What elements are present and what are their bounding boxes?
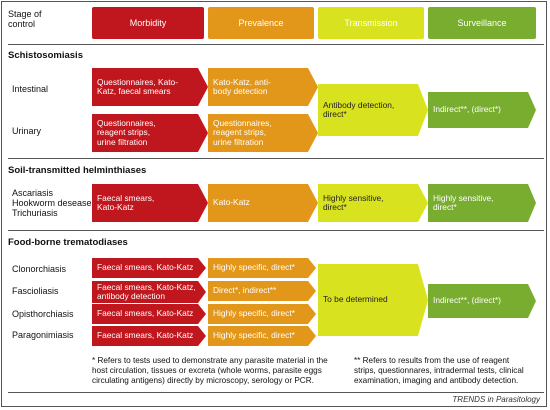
journal-credit: TRENDS in Parasitology	[452, 395, 540, 404]
section-title-schistosomiasis: Schistosomiasis	[8, 50, 83, 61]
header-transmission: Transmission	[318, 7, 424, 39]
arrow-tip	[528, 92, 536, 128]
row-label-paragonimiasis: Paragonimiasis	[12, 330, 74, 340]
cell-text: Indirect**, (direct*)	[428, 284, 528, 318]
arrow-tip	[308, 281, 316, 301]
header-surveillance: Surveillance	[428, 7, 536, 39]
cell-text: Questionnaires, reagent strips, urine fi…	[208, 114, 308, 152]
cell-text: Highly sensitive, direct*	[428, 184, 528, 222]
section-title-sth: Soil-transmitted helminthiases	[8, 165, 147, 176]
arrow-tip	[198, 114, 208, 152]
arrow-tip	[418, 184, 428, 222]
sth-prevalence-arrow: Kato-Katz	[208, 184, 318, 222]
fascioliasis-prevalence-arrow: Direct*, indirect**	[208, 281, 316, 301]
cell-text: Highly specific, direct*	[208, 304, 308, 324]
cell-text: Faecal smears, Kato-Katz, antibody detec…	[92, 281, 198, 303]
schisto-urinary-morbidity-arrow: Questionnaires, reagent strips, urine fi…	[92, 114, 208, 152]
opisthorchiasis-prevalence-arrow: Highly specific, direct*	[208, 304, 316, 324]
arrow-tip	[198, 281, 206, 303]
sth-surveillance-arrow: Highly sensitive, direct*	[428, 184, 536, 222]
row-label-fascioliasis: Fascioliasis	[12, 286, 59, 296]
section-title-fbt: Food-borne trematodiases	[8, 237, 128, 248]
arrow-tip	[528, 284, 536, 318]
cell-text: Direct*, indirect**	[208, 281, 308, 301]
row-label-clonorchiasis: Clonorchiasis	[12, 264, 67, 274]
cell-text: Faecal smears, Kato-Katz	[92, 184, 198, 222]
cell-text: Faecal smears, Kato-Katz	[92, 304, 198, 324]
arrow-tip	[308, 258, 316, 278]
row-label-opisthorchiasis: Opisthorchiasis	[12, 309, 74, 319]
arrow-tip	[308, 68, 318, 106]
divider	[8, 230, 544, 231]
opisthorchiasis-morbidity-arrow: Faecal smears, Kato-Katz	[92, 304, 206, 324]
clonorchiasis-prevalence-arrow: Highly specific, direct*	[208, 258, 316, 278]
paragonimiasis-prevalence-arrow: Highly specific, direct*	[208, 326, 316, 346]
row-label-intestinal: Intestinal	[12, 84, 49, 94]
cell-text: Indirect**, (direct*)	[428, 92, 528, 128]
cell-text: Antibody detection, direct*	[318, 84, 418, 136]
header-prevalence: Prevalence	[208, 7, 314, 39]
cell-text: Highly specific, direct*	[208, 326, 308, 346]
clonorchiasis-morbidity-arrow: Faecal smears, Kato-Katz	[92, 258, 206, 278]
cell-text: Questionnaires, reagent strips, urine fi…	[92, 114, 198, 152]
schisto-intestinal-prevalence-arrow: Kato-Katz, anti- body detection	[208, 68, 318, 106]
cell-text: Highly specific, direct*	[208, 258, 308, 278]
cell-text: Kato-Katz, anti- body detection	[208, 68, 308, 106]
cell-text: Kato-Katz	[208, 184, 308, 222]
arrow-tip	[198, 258, 206, 278]
row-label-urinary: Urinary	[12, 126, 42, 136]
divider	[8, 44, 544, 45]
row-label-sth: Ascariasis Hookworm desease Trichuriasis	[12, 188, 92, 218]
cell-text: Questionnaires, Kato- Katz, faecal smear…	[92, 68, 198, 106]
cell-text: To be determined	[318, 264, 418, 336]
footnote-single-asterisk: * Refers to tests used to demonstrate an…	[92, 356, 328, 385]
arrow-tip	[198, 184, 208, 222]
arrow-tip	[418, 84, 428, 136]
arrow-tip	[418, 264, 428, 336]
fbt-surveillance-arrow: Indirect**, (direct*)	[428, 284, 536, 318]
paragonimiasis-morbidity-arrow: Faecal smears, Kato-Katz	[92, 326, 206, 346]
arrow-tip	[198, 304, 206, 324]
stage-of-control-label: Stage of control	[8, 9, 42, 29]
arrow-tip	[308, 184, 318, 222]
schisto-urinary-prevalence-arrow: Questionnaires, reagent strips, urine fi…	[208, 114, 318, 152]
cell-text: Highly sensitive, direct*	[318, 184, 418, 222]
arrow-tip	[308, 326, 316, 346]
arrow-tip	[528, 184, 536, 222]
arrow-tip	[308, 114, 318, 152]
schisto-surveillance-arrow: Indirect**, (direct*)	[428, 92, 536, 128]
cell-text: Faecal smears, Kato-Katz	[92, 326, 198, 346]
arrow-tip	[198, 326, 206, 346]
fascioliasis-morbidity-arrow: Faecal smears, Kato-Katz, antibody detec…	[92, 281, 206, 303]
fbt-transmission-arrow: To be determined	[318, 264, 428, 336]
cell-text: Faecal smears, Kato-Katz	[92, 258, 198, 278]
arrow-tip	[308, 304, 316, 324]
header-morbidity: Morbidity	[92, 7, 204, 39]
arrow-tip	[198, 68, 208, 106]
footnote-double-asterisk: ** Refers to results from the use of rea…	[354, 356, 524, 385]
sth-morbidity-arrow: Faecal smears, Kato-Katz	[92, 184, 208, 222]
schisto-transmission-arrow: Antibody detection, direct*	[318, 84, 428, 136]
schisto-intestinal-morbidity-arrow: Questionnaires, Kato- Katz, faecal smear…	[92, 68, 208, 106]
sth-transmission-arrow: Highly sensitive, direct*	[318, 184, 428, 222]
divider	[8, 158, 544, 159]
divider	[8, 392, 544, 393]
